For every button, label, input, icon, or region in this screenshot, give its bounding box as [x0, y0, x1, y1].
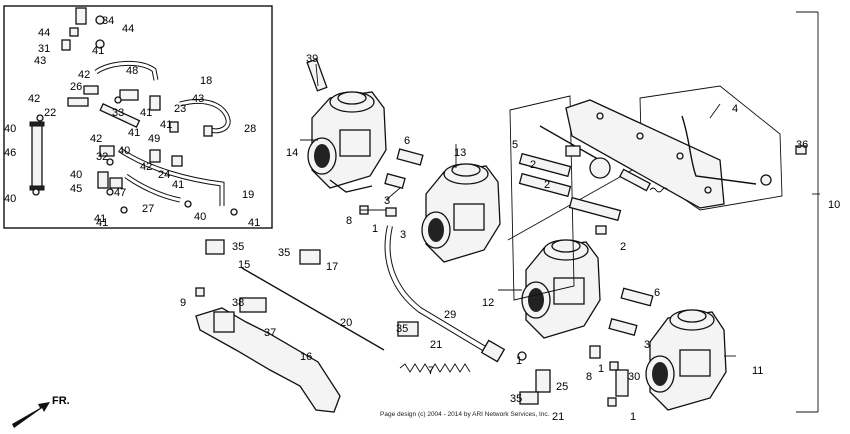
- part-label-2: 2: [544, 179, 550, 191]
- part-label-42: 42: [78, 69, 90, 81]
- part-label-41: 41: [94, 213, 106, 225]
- mounting-plate: [565, 99, 725, 209]
- return-spring-7: [399, 363, 471, 373]
- part-label-41: 41: [96, 217, 108, 229]
- part-label-22: 22: [44, 107, 56, 119]
- part-label-15: 15: [238, 259, 250, 271]
- part-label-42: 42: [90, 133, 102, 145]
- part-label-41: 41: [172, 179, 184, 191]
- part-label-18: 18: [200, 75, 212, 87]
- part-label-12: 12: [482, 297, 494, 309]
- part-label-30: 30: [628, 371, 640, 383]
- fuel-hose-29: [384, 225, 506, 363]
- part-label-44: 44: [38, 27, 50, 39]
- part-label-2: 2: [530, 159, 536, 171]
- part-label-40: 40: [4, 123, 16, 135]
- copyright-notice: Page design (c) 2004 - 2014 by ARI Netwo…: [380, 411, 550, 418]
- part-label-48: 48: [126, 65, 138, 77]
- part-label-49: 49: [148, 133, 160, 145]
- part-label-17: 17: [326, 261, 338, 273]
- part-label-42: 42: [140, 161, 152, 173]
- choke-cable: [681, 115, 772, 186]
- part-label-45: 45: [70, 183, 82, 195]
- part-label-39: 39: [306, 53, 318, 65]
- part-label-36: 36: [796, 139, 808, 151]
- part-label-43: 43: [192, 93, 204, 105]
- part-label-37: 37: [264, 327, 276, 339]
- part-label-13: 13: [454, 147, 466, 159]
- part-label-1: 1: [630, 411, 636, 423]
- part-label-8: 8: [586, 371, 592, 383]
- part-label-26: 26: [70, 81, 82, 93]
- part-label-41: 41: [140, 107, 152, 119]
- part-label-6: 6: [654, 287, 660, 299]
- part-label-5: 5: [512, 139, 518, 151]
- part-label-33: 33: [112, 107, 124, 119]
- part-label-24: 24: [158, 169, 170, 181]
- part-label-9: 9: [180, 297, 186, 309]
- part-label-7: 7: [428, 365, 434, 377]
- part-label-41: 41: [248, 217, 260, 229]
- part-label-41: 41: [92, 45, 104, 57]
- part-label-21: 21: [552, 411, 564, 423]
- carburetor-14: [306, 58, 387, 193]
- part-label-35: 35: [396, 323, 408, 335]
- part-label-35: 35: [278, 247, 290, 259]
- part-label-42: 42: [28, 93, 40, 105]
- part-label-41: 41: [160, 119, 172, 131]
- carburetor-13: [421, 163, 501, 263]
- assembly-bracket-10: [796, 11, 819, 413]
- part-label-35: 35: [510, 393, 522, 405]
- part-label-3: 3: [400, 229, 406, 241]
- part-label-14: 14: [286, 147, 298, 159]
- part-label-47: 47: [114, 187, 126, 199]
- part-label-10: 10: [828, 199, 840, 211]
- throttle-rod-20: [241, 267, 385, 351]
- part-label-3: 3: [384, 195, 390, 207]
- part-label-40: 40: [118, 145, 130, 157]
- part-label-16: 16: [300, 351, 312, 363]
- carburetor-11: [645, 309, 727, 411]
- vent-hose-inset: [3, 5, 273, 229]
- part-label-1: 1: [516, 355, 522, 367]
- part-label-25: 25: [556, 381, 568, 393]
- part-label-46: 46: [4, 147, 16, 159]
- part-label-11: 11: [752, 365, 763, 377]
- part-label-29: 29: [444, 309, 456, 321]
- front-label: FR.: [52, 395, 70, 407]
- small-fittings-mid: [195, 239, 629, 405]
- part-label-21: 21: [430, 339, 442, 351]
- part-label-41: 41: [128, 127, 140, 139]
- part-label-35: 35: [232, 241, 244, 253]
- throttle-bracket-16: [195, 307, 341, 413]
- part-label-1: 1: [598, 363, 604, 375]
- part-label-23: 23: [174, 103, 186, 115]
- part-label-40: 40: [194, 211, 206, 223]
- part-label-19: 19: [242, 189, 254, 201]
- part-label-40: 40: [4, 193, 16, 205]
- small-parts-right: [359, 145, 807, 407]
- part-label-1: 1: [372, 223, 378, 235]
- part-label-44: 44: [122, 23, 134, 35]
- part-label-40: 40: [70, 169, 82, 181]
- part-label-31: 31: [38, 43, 50, 55]
- linkage-shaft: [539, 125, 669, 193]
- part-label-38: 38: [232, 297, 244, 309]
- part-label-3: 3: [644, 339, 650, 351]
- part-label-43: 43: [34, 55, 46, 67]
- part-label-20: 20: [340, 317, 352, 329]
- part-label-4: 4: [732, 103, 738, 115]
- part-label-34: 34: [102, 15, 114, 27]
- part-label-28: 28: [244, 123, 256, 135]
- part-label-27: 27: [142, 203, 154, 215]
- front-direction-indicator: FR.: [12, 395, 70, 428]
- part-label-2: 2: [620, 241, 626, 253]
- part-label-8: 8: [346, 215, 352, 227]
- part-label-32: 32: [96, 151, 108, 163]
- part-label-6: 6: [404, 135, 410, 147]
- carburetor-12: [521, 239, 601, 339]
- leader-lines: [300, 103, 820, 357]
